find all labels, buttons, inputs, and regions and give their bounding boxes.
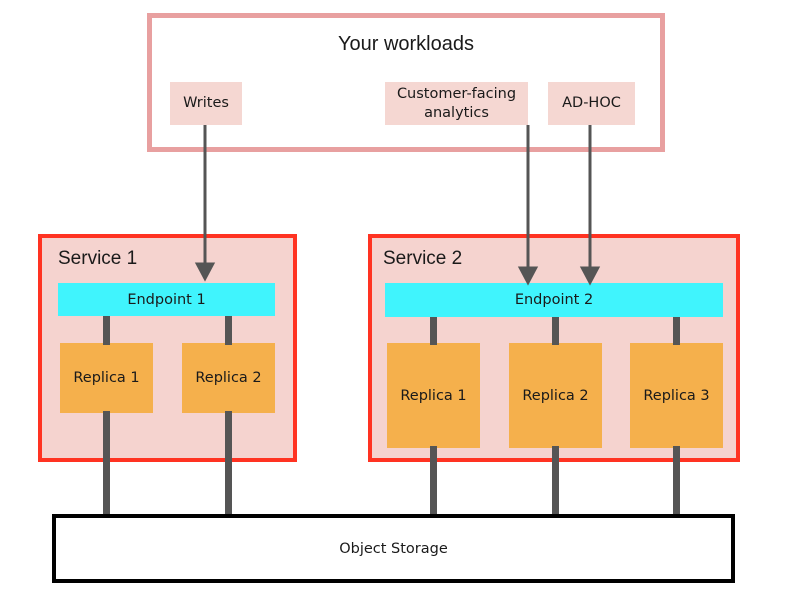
service-1-replica-2[interactable]: Replica 2 xyxy=(182,343,275,413)
connector-s2-endpoint-to-replica-2 xyxy=(552,317,559,345)
service-1-title: Service 1 xyxy=(58,248,138,269)
connector-s2-endpoint-to-replica-3 xyxy=(673,317,680,345)
connector-s1-replica-2-to-storage xyxy=(225,411,232,516)
workload-chip-customer-facing-analytics[interactable]: Customer-facing analytics xyxy=(385,82,528,125)
workload-chip-writes[interactable]: Writes xyxy=(170,82,242,125)
object-storage-box[interactable]: Object Storage xyxy=(52,514,735,583)
connector-s2-endpoint-to-replica-1 xyxy=(430,317,437,345)
service-2-endpoint[interactable]: Endpoint 2 xyxy=(385,283,723,317)
connector-s2-replica-1-to-storage xyxy=(430,446,437,516)
service-2-replica-3[interactable]: Replica 3 xyxy=(630,343,723,448)
service-1-replica-1[interactable]: Replica 1 xyxy=(60,343,153,413)
service-2-replica-2[interactable]: Replica 2 xyxy=(509,343,602,448)
connector-s2-replica-2-to-storage xyxy=(552,446,559,516)
connector-s1-endpoint-to-replica-2 xyxy=(225,316,232,345)
service-1-endpoint[interactable]: Endpoint 1 xyxy=(58,283,275,316)
workload-chip-ad-hoc[interactable]: AD-HOC xyxy=(548,82,635,125)
connector-s2-replica-3-to-storage xyxy=(673,446,680,516)
connector-s1-endpoint-to-replica-1 xyxy=(103,316,110,345)
service-2-title: Service 2 xyxy=(383,248,463,269)
connector-s1-replica-1-to-storage xyxy=(103,411,110,516)
service-2-replica-1[interactable]: Replica 1 xyxy=(387,343,480,448)
workloads-title: Your workloads xyxy=(337,33,474,55)
